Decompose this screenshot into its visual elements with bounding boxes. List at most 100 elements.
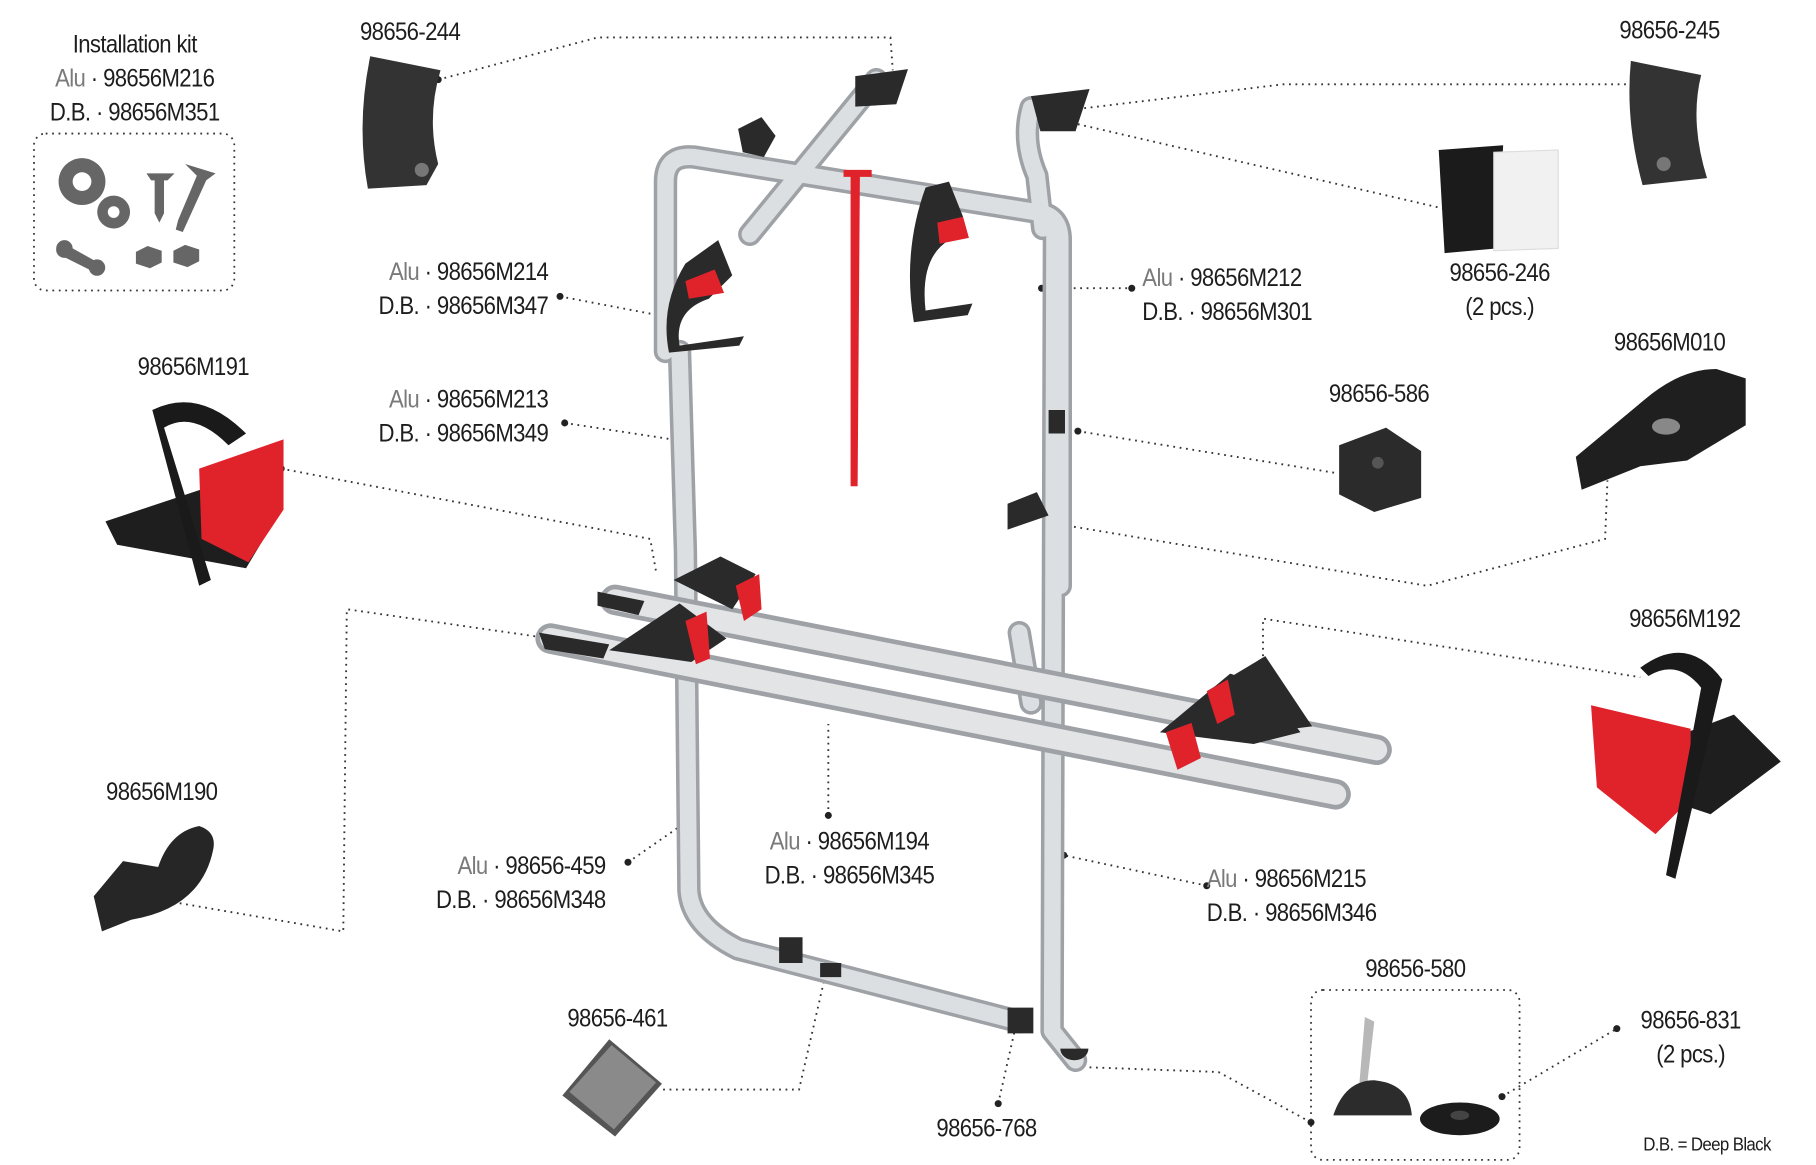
part-98656-580	[1333, 1016, 1500, 1136]
part-98656M190	[93, 825, 214, 932]
part-98656-245	[1629, 60, 1708, 186]
part-98656M192	[1591, 652, 1781, 879]
label-line: (2 pcs.)	[1289, 291, 1711, 325]
variant-prefix: D.B.	[436, 886, 477, 914]
part-number: 98656M216	[103, 65, 215, 93]
part-number: 98656-246	[1449, 260, 1551, 288]
chain-icon	[56, 240, 106, 276]
part-number: 98656M215	[1254, 865, 1367, 893]
variant-prefix: D.B.	[378, 420, 420, 448]
label-line: D.B. · 98656M348	[436, 883, 606, 917]
separator: ·	[424, 420, 432, 448]
label-line: Alu · 98656M216	[0, 62, 346, 96]
label-line: 98656-246	[1289, 257, 1711, 291]
label-line: 98656-586	[1168, 377, 1590, 411]
part-number: 98656-245	[1619, 17, 1720, 45]
screw-icon	[175, 164, 216, 232]
part-number: 98656M351	[108, 99, 220, 127]
separator: ·	[424, 386, 432, 414]
part-number: 98656-580	[1365, 956, 1466, 983]
label-line: 98656-244	[199, 15, 621, 49]
separator: ·	[424, 258, 432, 286]
part-98656-244	[362, 56, 441, 189]
leader-line	[997, 1030, 1016, 1104]
label-line: 98656-768	[776, 1112, 1198, 1146]
label-text: D.B. = Deep Black	[1643, 1135, 1771, 1156]
separator: ·	[482, 886, 489, 914]
label-line: Alu · 98656-459	[436, 849, 607, 883]
label-line: 98656-461	[407, 1002, 829, 1036]
part-number: 98656M345	[822, 862, 935, 890]
hardware-icons	[56, 158, 216, 276]
leader-line	[281, 467, 658, 572]
part-number: 98656M212	[1190, 264, 1302, 292]
label-line: 98656-831	[1480, 1004, 1816, 1038]
label-line: D.B. · 98656M347	[379, 289, 549, 323]
label-line: 98656-245	[1459, 14, 1816, 48]
separator: ·	[1177, 264, 1185, 292]
label-line: Alu · 98656M212	[1142, 261, 1312, 295]
label-line: D.B. · 98656M345	[639, 859, 1061, 893]
part-number: 98656M346	[1265, 899, 1377, 927]
label-line: D.B. · 98656M351	[0, 96, 346, 130]
part-number: 98656M301	[1200, 298, 1313, 326]
label-line: (2 pcs.)	[1480, 1038, 1816, 1072]
label-p768: 98656-768	[776, 1112, 1198, 1146]
label-p586: 98656-586	[1168, 377, 1590, 411]
separator: ·	[424, 292, 432, 320]
label-m191: 98656M191	[0, 350, 404, 384]
variant-prefix: Alu	[769, 828, 801, 856]
label-m192: 98656M192	[1474, 602, 1816, 636]
installation-kit-box	[33, 132, 236, 292]
nut-icon	[135, 246, 162, 269]
separator: ·	[1188, 298, 1196, 326]
label-p244: 98656-244	[199, 15, 621, 49]
label-p580: 98656-580	[1204, 953, 1626, 987]
leader-line	[559, 295, 665, 318]
part-98656-461	[562, 1039, 662, 1137]
rack-red-parts	[685, 169, 1235, 770]
label-line: D.B. · 98656M346	[1207, 896, 1377, 930]
variant-prefix: D.B.	[49, 99, 91, 127]
part-number: 98656-768	[936, 1115, 1037, 1143]
label-line: Alu · 98656M213	[379, 383, 549, 417]
part-number: 98656-461	[567, 1005, 668, 1033]
leader-line	[1048, 480, 1609, 587]
label-line: Alu · 98656M214	[379, 255, 549, 289]
separator: ·	[810, 862, 818, 890]
label-line: Installation kit	[0, 28, 346, 62]
label-line: D.B. = Deep Black	[1496, 1128, 1816, 1162]
variant-prefix: D.B.	[1142, 298, 1183, 326]
label-text: (2 pcs.)	[1656, 1041, 1726, 1069]
part-number: 98656M214	[437, 258, 549, 286]
label-text: (2 pcs.)	[1465, 294, 1535, 322]
leader-line	[564, 422, 680, 442]
variant-prefix: D.B.	[764, 862, 806, 890]
foot-kit-box	[1310, 989, 1521, 1161]
label-p246: 98656-246 (2 pcs.)	[1289, 257, 1711, 325]
part-98656-246	[1438, 145, 1559, 254]
variant-prefix: D.B.	[378, 292, 420, 320]
variant-prefix: D.B.	[1206, 899, 1248, 927]
label-p245: 98656-245	[1459, 14, 1816, 48]
label-line: D.B. · 98656M349	[379, 417, 549, 451]
part-number: 98656M190	[106, 779, 218, 807]
part-number: 98656M349	[437, 420, 549, 448]
part-number: 98656M192	[1629, 605, 1741, 633]
leader-line	[1077, 430, 1339, 475]
variant-prefix: Alu	[389, 258, 420, 286]
separator: ·	[90, 65, 98, 93]
label-line: D.B. · 98656M301	[1142, 295, 1312, 329]
label-m010: 98656M010	[1459, 326, 1816, 360]
screw-icon	[146, 173, 175, 223]
variant-prefix: Alu	[1206, 865, 1238, 893]
separator: ·	[493, 852, 500, 880]
part-number: 98656M348	[494, 886, 606, 914]
label-footnote: D.B. = Deep Black	[1496, 1128, 1816, 1162]
